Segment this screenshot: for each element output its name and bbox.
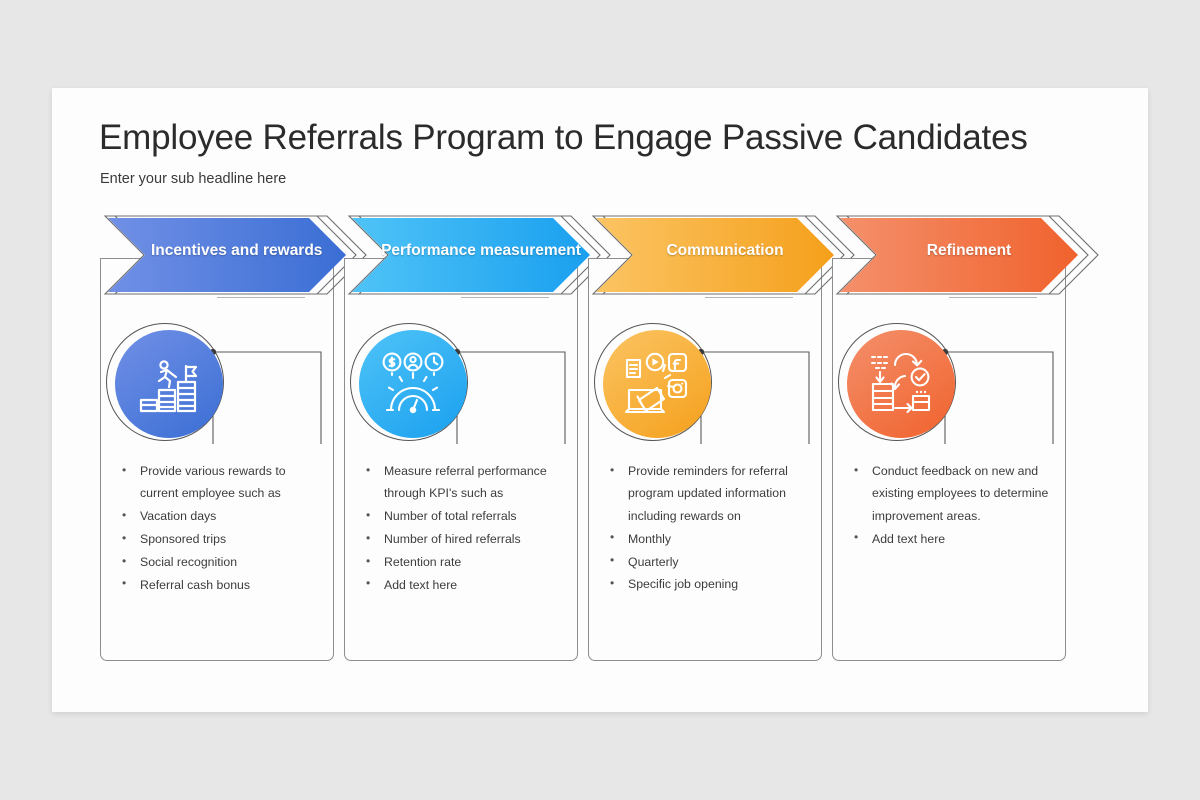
list-item: Monthly — [605, 527, 813, 550]
chevron-fill — [352, 218, 590, 292]
list-item: Measure referral performance through KPI… — [361, 460, 569, 505]
step-banner[interactable]: Incentives and rewards — [99, 212, 378, 298]
step-bullet-list: Measure referral performance through KPI… — [361, 460, 569, 597]
career-growth-stairs-flag-icon — [139, 360, 198, 413]
icon-outline-ring — [838, 323, 956, 441]
page-subtitle: Enter your sub headline here — [100, 171, 287, 187]
step-bullet-list: Provide various rewards to current emplo… — [117, 460, 325, 597]
process-step-column-1[interactable]: Incentives and rewards — [99, 212, 367, 662]
chevron-fill — [840, 218, 1078, 292]
step-banner[interactable]: Communication — [587, 212, 866, 298]
list-item: Social recognition — [117, 550, 325, 573]
process-step-column-3[interactable]: Communication — [587, 212, 855, 662]
icon-disc — [603, 330, 711, 438]
list-item: Provide various rewards to current emplo… — [117, 460, 325, 505]
icon-disc — [115, 330, 223, 438]
step-banner[interactable]: Performance measurement — [343, 212, 622, 298]
list-item: Add text here — [849, 527, 1057, 550]
list-item: Conduct feedback on new and existing emp… — [849, 459, 1057, 527]
icon-outline-ring — [594, 323, 712, 441]
list-item: Provide reminders for referral program u… — [605, 459, 813, 527]
list-item: Referral cash bonus — [117, 573, 325, 596]
process-improvement-cycle-icon — [870, 353, 931, 414]
icon-outline-ring — [106, 323, 224, 441]
process-step-column-2[interactable]: Performance measurement — [343, 212, 611, 662]
icon-outline-ring — [350, 323, 468, 441]
list-item: Specific job opening — [605, 573, 813, 595]
step-bullet-list: Conduct feedback on new and existing emp… — [849, 459, 1057, 551]
list-item: Sponsored trips — [117, 528, 325, 550]
list-item: Add text here — [361, 573, 569, 596]
list-item: Quarterly — [605, 550, 813, 573]
step-bullet-list: Provide reminders for referral program u… — [605, 459, 813, 596]
icon-disc — [359, 330, 467, 438]
step-icon-cluster — [587, 320, 823, 450]
step-icon-cluster — [831, 320, 1067, 450]
step-icon-cluster — [99, 320, 335, 450]
list-item: Number of hired referrals — [361, 528, 569, 550]
list-item: Number of total referrals — [361, 505, 569, 527]
step-banner[interactable]: Refinement — [831, 212, 1110, 298]
slide-canvas: Employee Referrals Program to Engage Pas… — [52, 88, 1148, 712]
list-item: Retention rate — [361, 550, 569, 573]
megaphone-social-media-icon — [625, 352, 688, 414]
chevron-fill — [596, 218, 834, 292]
list-item: Vacation days — [117, 505, 325, 527]
performance-gauge-gear-icon — [382, 352, 444, 414]
process-step-column-4[interactable]: Refinement — [831, 212, 1099, 662]
chevron-fill — [108, 218, 346, 292]
step-icon-cluster — [343, 320, 579, 450]
icon-disc — [847, 330, 955, 438]
page-title: Employee Referrals Program to Engage Pas… — [99, 118, 1028, 157]
